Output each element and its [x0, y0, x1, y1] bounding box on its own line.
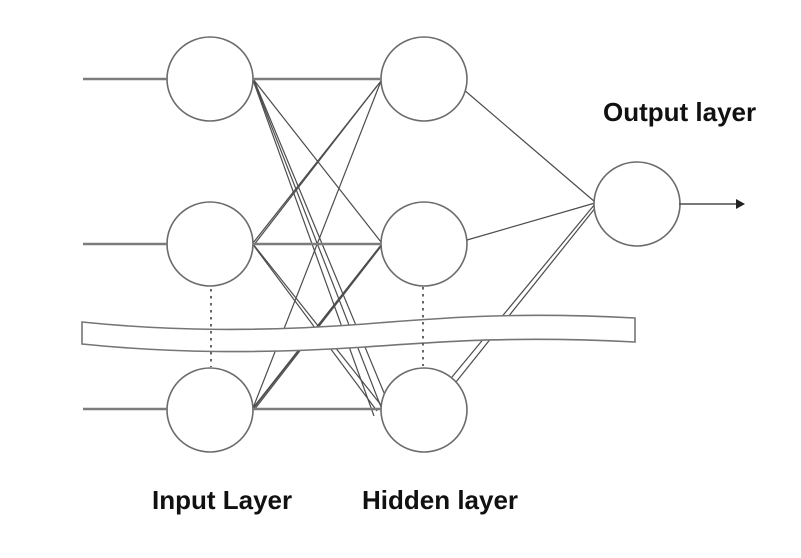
edge-hidden-output	[451, 203, 596, 378]
input-node-1	[166, 36, 254, 122]
output-node-1	[593, 161, 681, 247]
edge-hidden-output	[462, 88, 596, 203]
edge-input-hidden	[253, 79, 388, 401]
edge-input-hidden	[252, 78, 382, 243]
output-layer-label: Output layer	[603, 97, 757, 127]
edge-input-hidden	[253, 239, 387, 411]
output-arrowhead-icon	[736, 199, 745, 209]
hidden-layer-label: Hidden layer	[362, 485, 519, 515]
hidden-node-1	[380, 36, 468, 122]
hidden-node-2	[380, 201, 468, 287]
edge-hidden-output	[455, 206, 597, 383]
input-node-2	[166, 201, 254, 287]
edge-hidden-output	[466, 202, 596, 241]
edge-input-hidden	[252, 85, 378, 247]
input-node-3	[166, 367, 254, 453]
input-layer-label: Input Layer	[152, 485, 293, 515]
edge-input-hidden	[252, 79, 375, 417]
edge-input-hidden	[252, 243, 382, 406]
ellipsis-band	[81, 314, 636, 353]
hidden-node-3	[380, 367, 468, 453]
